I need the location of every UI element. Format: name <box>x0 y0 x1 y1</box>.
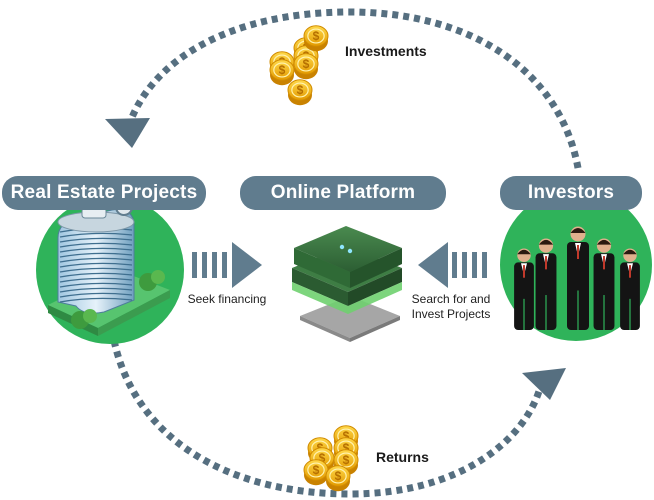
search-invest-label: Search for and Invest Projects <box>408 292 494 322</box>
search-invest-label-text: Search for and Invest Projects <box>411 292 491 321</box>
returns-flow-arrowhead <box>522 368 566 400</box>
svg-text:$: $ <box>313 463 320 477</box>
svg-text:$: $ <box>297 83 304 97</box>
investments-flow-arc <box>105 8 582 169</box>
svg-text:$: $ <box>343 441 350 455</box>
investments-flow-arrowhead <box>105 118 150 148</box>
svg-text:$: $ <box>343 429 350 443</box>
seek-financing-arrow <box>192 242 262 288</box>
search-invest-arrow <box>418 242 487 288</box>
platform-box-icon <box>292 226 402 342</box>
building-icon <box>36 196 184 344</box>
svg-text:$: $ <box>319 451 326 465</box>
coin-stack-icon-bottom: $$$$$$$ <box>303 425 359 492</box>
investors-group-icon <box>500 189 652 341</box>
svg-text:$: $ <box>279 63 286 77</box>
svg-text:$: $ <box>335 469 342 483</box>
returns-flow-arc <box>108 329 566 498</box>
investments-label: Investments <box>345 43 427 59</box>
real-estate-projects-label: Real Estate Projects <box>2 176 206 210</box>
svg-text:$: $ <box>343 453 350 467</box>
returns-label: Returns <box>376 449 429 465</box>
online-platform-label: Online Platform <box>240 176 446 210</box>
svg-text:$: $ <box>303 57 310 71</box>
investors-label: Investors <box>500 176 642 210</box>
svg-text:$: $ <box>313 29 320 43</box>
seek-financing-label: Seek financing <box>187 292 267 306</box>
coin-stack-icon-top: $$$$$$$ <box>269 25 329 106</box>
